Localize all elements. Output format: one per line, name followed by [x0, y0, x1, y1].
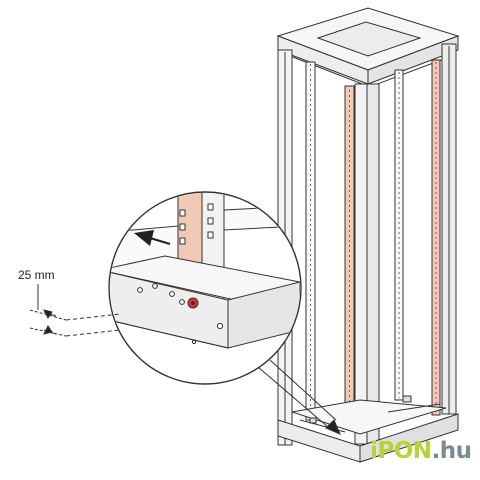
dimension-25mm: [29, 284, 121, 337]
watermark-logo: iPON.hu: [370, 438, 472, 464]
watermark-tld: .hu: [431, 438, 473, 464]
callout-leader-lines: [257, 359, 341, 435]
rack-cabinet: [276, 7, 460, 463]
watermark-name: iPON: [370, 438, 432, 464]
rack-base-side: [359, 413, 459, 463]
detail-insert-arrow: [134, 230, 171, 246]
rack-top-side-face: [367, 35, 459, 85]
detail-equipment-top: [110, 255, 300, 301]
detail-equipment-side: [227, 281, 300, 349]
rack-front-left-upright: [354, 83, 368, 445]
rack-top-cover-inset: [316, 21, 422, 57]
rack-inner-rail-right: [394, 69, 404, 401]
detail-callout: [108, 191, 302, 385]
dimension-label: 25 mm: [18, 268, 55, 282]
rack-front-right-upright: [366, 83, 380, 445]
